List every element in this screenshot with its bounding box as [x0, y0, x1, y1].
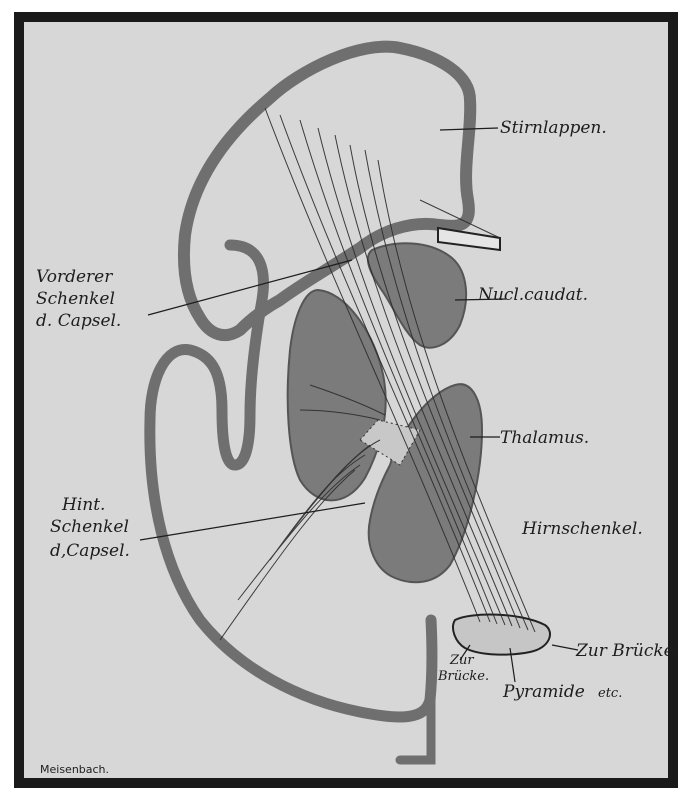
- label-thalamus: Thalamus.: [500, 428, 589, 448]
- label-vorderer-line2: Schenkel: [36, 289, 115, 309]
- label-zur-bruecke-left-line1: Zur: [449, 653, 474, 668]
- label-etc: etc.: [598, 686, 622, 701]
- label-zur-bruecke-left-line2: Brücke.: [437, 669, 489, 684]
- label-hint-line1: Hint.: [61, 495, 105, 515]
- label-hint-line2: Schenkel: [50, 517, 129, 537]
- label-hirnschenkel: Hirnschenkel.: [521, 519, 643, 539]
- credit-meisenbach: Meisenbach.: [40, 763, 109, 776]
- label-hint-line3: d,Capsel.: [50, 541, 130, 561]
- label-vorderer-line3: d. Capsel.: [36, 311, 121, 331]
- label-stirnlappen: Stirnlappen.: [500, 118, 607, 138]
- label-nucl-caudat: Nucl.caudat.: [477, 285, 588, 305]
- label-pyramide: Pyramide: [502, 682, 585, 702]
- label-zur-bruecke-right: Zur Brücke: [575, 641, 674, 661]
- label-vorderer-line1: Vorderer: [36, 267, 113, 287]
